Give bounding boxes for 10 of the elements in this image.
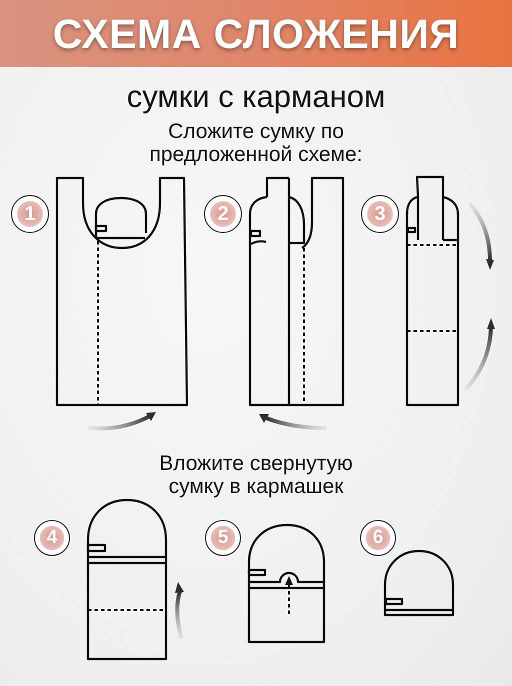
step-number: 3 <box>361 195 399 233</box>
step-number: 1 <box>11 195 49 233</box>
step-number: 2 <box>204 195 242 233</box>
instruction-text: Вложите свернутую сумку в кармашек <box>158 453 354 498</box>
step-number: 5 <box>205 520 241 556</box>
step-number: 4 <box>34 520 70 556</box>
instruction-text: Сложите сумку по предложенной схеме: <box>148 121 364 166</box>
subtitle: сумки с карманом <box>126 80 386 114</box>
page-title: СХЕМА СЛОЖЕНИЯ <box>52 12 460 56</box>
step-number: 6 <box>360 520 396 556</box>
